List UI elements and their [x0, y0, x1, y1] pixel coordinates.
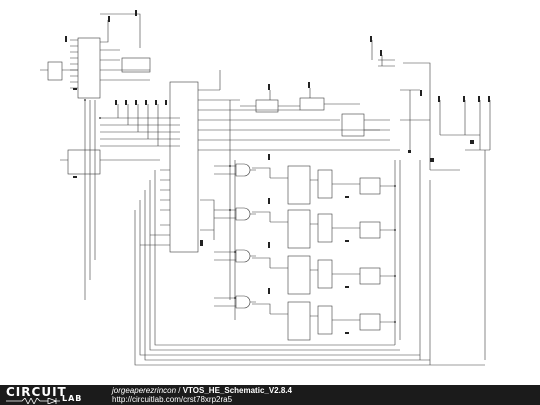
- credits: jorgeaperezrincon / VTOS_HE_Schematic_V2…: [112, 386, 292, 404]
- logo-text-top: CIRCUIT: [6, 385, 67, 399]
- ic-left-driver: [67, 149, 101, 175]
- output-stage-1: [252, 165, 395, 205]
- regulator-left: [47, 61, 63, 81]
- output-stage-3: [252, 255, 395, 295]
- ic-upper-middle: [121, 57, 151, 73]
- reg-block-b: [299, 97, 325, 111]
- schematic-url-link[interactable]: http://circuitlab.com/crst78xrp2ra5: [112, 395, 233, 404]
- schematic-wires: [40, 13, 491, 366]
- ic-right: [341, 113, 365, 137]
- logo-wire-icon: [6, 398, 60, 404]
- output-stage-4: [252, 301, 395, 341]
- credits-separator: /: [176, 386, 183, 395]
- and-gates: [235, 163, 251, 309]
- logo-text-bottom: LAB: [62, 394, 83, 403]
- microcontroller: [169, 81, 199, 253]
- author-link[interactable]: jorgeaperezrincon: [112, 386, 177, 395]
- footer-bar: CIRCUIT LAB jorgeaperezrincon / VTOS_HE_…: [0, 385, 540, 405]
- schematic-canvas[interactable]: [0, 0, 540, 385]
- circuitlab-logo[interactable]: CIRCUIT LAB: [6, 385, 106, 404]
- schematic-components: [65, 10, 490, 334]
- connector-header-top: [77, 37, 101, 99]
- output-stage-2: [252, 209, 395, 249]
- schematic-title[interactable]: VTOS_HE_Schematic_V2.8.4: [182, 386, 292, 395]
